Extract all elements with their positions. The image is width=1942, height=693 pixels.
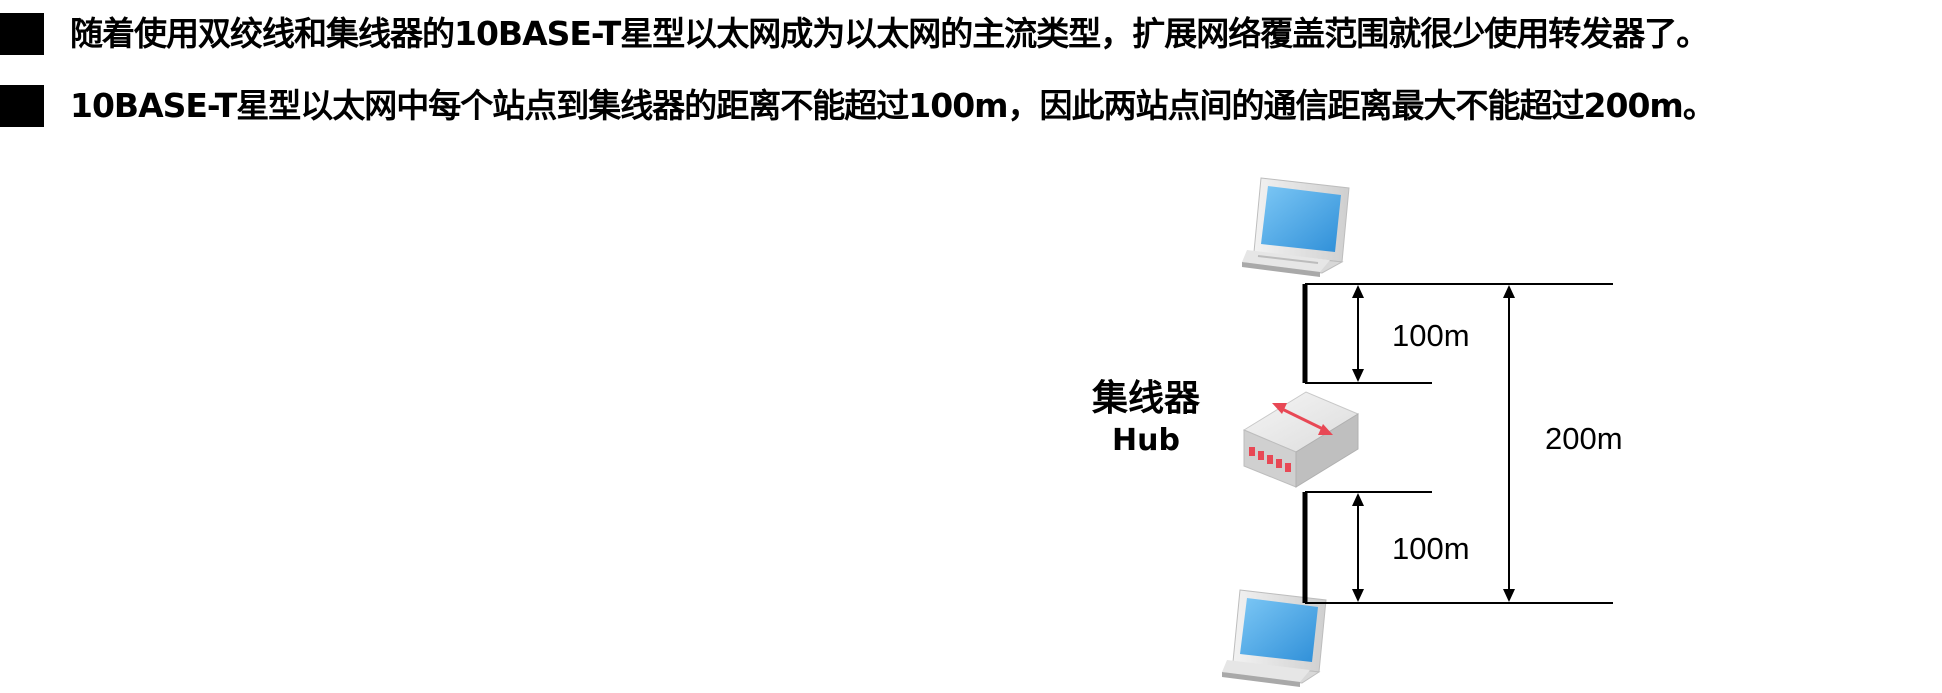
- distance-label-lower: 100m: [1392, 531, 1470, 566]
- hub-label-en: Hub: [1112, 423, 1180, 458]
- bullet-square-icon: [0, 85, 44, 127]
- hub-label-zh: 集线器: [1091, 378, 1200, 419]
- dimension-arrow-total: [1503, 285, 1515, 602]
- dimension-arrow-upper: [1352, 285, 1364, 382]
- dimension-arrow-lower: [1352, 493, 1364, 602]
- hub-icon: [1242, 391, 1360, 488]
- laptop-top-icon: [1242, 177, 1350, 277]
- distance-label-total: 200m: [1545, 421, 1623, 456]
- laptop-bottom-icon: [1222, 589, 1327, 687]
- bullet-square-icon: [0, 13, 44, 55]
- bullet-text-1: 随着使用双绞线和集线器的10BASE-T星型以太网成为以太网的主流类型，扩展网络…: [70, 14, 1709, 53]
- bullet-row-1: 随着使用双绞线和集线器的10BASE-T星型以太网成为以太网的主流类型，扩展网络…: [0, 12, 1709, 56]
- hub-label: 集线器 Hub: [1086, 378, 1206, 462]
- distance-label-upper: 100m: [1392, 318, 1470, 353]
- bullet-text-2: 10BASE-T星型以太网中每个站点到集线器的距离不能超过100m，因此两站点间…: [70, 86, 1716, 125]
- bullet-row-2: 10BASE-T星型以太网中每个站点到集线器的距离不能超过100m，因此两站点间…: [0, 84, 1716, 128]
